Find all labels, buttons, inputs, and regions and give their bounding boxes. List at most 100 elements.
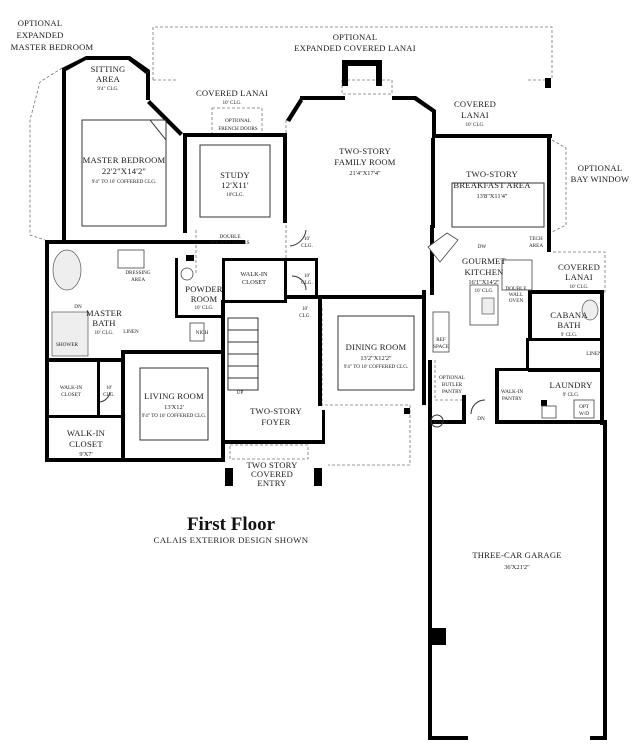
- svg-text:WALK-IN: WALK-IN: [60, 385, 82, 391]
- label-optional-lanai: OPTIONAL EXPANDED COVERED LANAI: [294, 32, 416, 53]
- svg-text:9'4" TO 10' COFFERED CLG.: 9'4" TO 10' COFFERED CLG.: [92, 179, 156, 185]
- label-dw: DW: [478, 244, 487, 250]
- label-linen-right: LINEN: [586, 351, 602, 357]
- svg-text:MASTER BEDROOM: MASTER BEDROOM: [83, 155, 166, 165]
- label-dining: DINING ROOM 13'2"X12'2" 9'4" TO 10' COFF…: [344, 342, 408, 370]
- svg-text:PANTRY: PANTRY: [502, 396, 522, 402]
- svg-text:OVEN: OVEN: [509, 298, 524, 304]
- label-walkin-center: WALK-IN CLOSET: [240, 271, 268, 286]
- svg-text:SITTING: SITTING: [91, 64, 126, 74]
- label-linen-left: LINEN: [123, 329, 139, 335]
- svg-text:FAMILY ROOM: FAMILY ROOM: [334, 157, 395, 167]
- svg-text:POWDER: POWDER: [185, 284, 223, 294]
- label-optional-master: OPTIONAL EXPANDED MASTER BEDROOM: [11, 18, 94, 52]
- svg-text:9' CLG.: 9' CLG.: [561, 332, 578, 338]
- svg-text:TECH: TECH: [529, 236, 543, 242]
- svg-text:10': 10': [304, 273, 310, 279]
- svg-text:OPTIONAL: OPTIONAL: [333, 32, 378, 42]
- svg-text:21'4"X17'4": 21'4"X17'4": [349, 170, 381, 177]
- svg-text:AREA: AREA: [131, 277, 145, 283]
- svg-text:BAY WINDOW: BAY WINDOW: [571, 174, 630, 184]
- svg-text:AREA: AREA: [529, 243, 543, 249]
- svg-text:12'X11': 12'X11': [221, 180, 249, 190]
- svg-text:OPT: OPT: [579, 404, 590, 410]
- label-kitchen: GOURMET KITCHEN 16'1"X14'2" 10' CLG.: [462, 256, 506, 294]
- svg-text:9'4" TO 10' COFFERED CLG.: 9'4" TO 10' COFFERED CLG.: [344, 364, 408, 370]
- label-study: STUDY 12'X11' 10'CLG.: [220, 170, 249, 198]
- room-labels: OPTIONAL EXPANDED MASTER BEDROOM OPTIONA…: [11, 18, 630, 571]
- svg-text:GOURMET: GOURMET: [462, 256, 506, 266]
- svg-text:EXPANDED: EXPANDED: [16, 30, 63, 40]
- label-ref: REF SPACE: [433, 337, 449, 350]
- svg-text:LANAI: LANAI: [565, 272, 593, 282]
- svg-text:TWO-STORY: TWO-STORY: [466, 169, 518, 179]
- label-bay-window: OPTIONAL BAY WINDOW: [571, 163, 630, 184]
- svg-text:MASTER BEDROOM: MASTER BEDROOM: [11, 42, 94, 52]
- label-shower: SHOWER: [56, 342, 78, 348]
- svg-text:10': 10': [304, 236, 310, 242]
- floor-title: First Floor: [187, 514, 276, 535]
- label-master-bath: MASTER BATH 10' CLG.: [86, 308, 122, 336]
- svg-text:10' CLG.: 10' CLG.: [94, 330, 113, 336]
- label-butler: OPTIONAL BUTLER PANTRY: [439, 375, 465, 395]
- svg-text:DOUBLE: DOUBLE: [505, 286, 526, 292]
- label-lanai-right: COVERED LANAI 10' CLG.: [454, 99, 496, 128]
- svg-text:CLOSET: CLOSET: [69, 439, 103, 449]
- label-cabana: CABANA BATH 9' CLG.: [550, 310, 588, 338]
- svg-text:10': 10': [106, 385, 112, 391]
- svg-text:BATH: BATH: [92, 318, 115, 328]
- label-dn-right: DN: [477, 416, 485, 422]
- label-french-doors: OPTIONAL FRENCH DOORS: [218, 118, 257, 132]
- svg-text:OPTIONAL: OPTIONAL: [225, 118, 251, 124]
- svg-text:BATH: BATH: [557, 320, 580, 330]
- svg-text:EXPANDED COVERED LANAI: EXPANDED COVERED LANAI: [294, 43, 416, 53]
- svg-text:WALK-IN: WALK-IN: [240, 271, 268, 278]
- svg-text:WALK-IN: WALK-IN: [501, 389, 523, 395]
- svg-text:13'2"X12'2": 13'2"X12'2": [360, 355, 392, 362]
- label-foyer: TWO-STORY FOYER: [250, 406, 302, 427]
- svg-text:CLG.: CLG.: [103, 392, 115, 398]
- interior-details: [51, 119, 599, 441]
- svg-text:WALL: WALL: [509, 292, 523, 298]
- svg-text:13'8"X11'4": 13'8"X11'4": [476, 193, 507, 200]
- label-lanai-left: COVERED LANAI 10' CLG.: [196, 88, 268, 106]
- svg-text:TWO STORY: TWO STORY: [246, 460, 297, 470]
- label-dressing: DRESSING AREA: [125, 270, 151, 283]
- svg-text:OPTIONAL: OPTIONAL: [439, 375, 465, 381]
- svg-text:THREE-CAR GARAGE: THREE-CAR GARAGE: [472, 550, 561, 560]
- label-entry: TWO STORY COVERED ENTRY: [246, 460, 297, 488]
- label-clg-d: 10' CLG.: [103, 385, 115, 398]
- svg-text:16'1"X14'2": 16'1"X14'2": [468, 279, 500, 286]
- svg-text:CLG.: CLG.: [301, 280, 313, 286]
- svg-text:9'X7': 9'X7': [79, 451, 92, 458]
- svg-text:AREA: AREA: [96, 74, 121, 84]
- svg-text:REF: REF: [436, 337, 446, 343]
- svg-text:MASTER: MASTER: [86, 308, 122, 318]
- svg-text:ENTRY: ENTRY: [257, 478, 286, 488]
- svg-text:WALK-IN: WALK-IN: [67, 428, 106, 438]
- svg-text:CLG.: CLG.: [299, 313, 311, 319]
- label-living-room: LIVING ROOM 13'X12' 9'4" TO 10' COFFERED…: [142, 391, 206, 419]
- svg-text:TWO-STORY: TWO-STORY: [250, 406, 302, 416]
- svg-text:13'X12': 13'X12': [164, 404, 184, 411]
- svg-text:CLOSET: CLOSET: [61, 392, 81, 398]
- svg-text:TWO-STORY: TWO-STORY: [339, 146, 391, 156]
- label-walkin-left: WALK-IN CLOSET: [60, 385, 82, 398]
- svg-text:36'X21'2": 36'X21'2": [504, 564, 530, 571]
- label-garage: THREE-CAR GARAGE 36'X21'2": [472, 550, 561, 571]
- svg-text:10' CLG.: 10' CLG.: [222, 100, 241, 106]
- svg-text:CABANA: CABANA: [550, 310, 588, 320]
- svg-text:DOUBLE: DOUBLE: [219, 234, 240, 240]
- svg-text:COVERED: COVERED: [558, 262, 600, 272]
- svg-text:10' CLG.: 10' CLG.: [569, 284, 588, 290]
- label-tech: TECH AREA: [529, 236, 543, 249]
- svg-text:10' CLG.: 10' CLG.: [194, 305, 213, 311]
- label-sitting: SITTING AREA 9'4" CLG.: [91, 64, 126, 92]
- svg-text:COVERED: COVERED: [454, 99, 496, 109]
- svg-text:KITCHEN: KITCHEN: [464, 267, 504, 277]
- label-wh: WH: [434, 420, 443, 426]
- svg-text:COVERED: COVERED: [251, 469, 293, 479]
- label-opt-wd: OPT W/D: [579, 404, 590, 417]
- svg-text:9'4" CLG.: 9'4" CLG.: [97, 86, 118, 92]
